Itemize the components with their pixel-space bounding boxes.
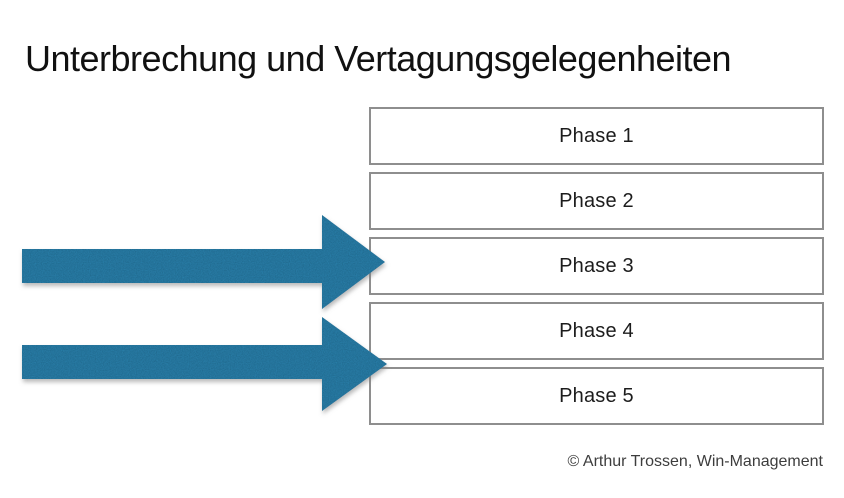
phase-box-2: Phase 2 — [369, 172, 824, 230]
phase-label-4: Phase 4 — [559, 319, 634, 342]
phase-box-4: Phase 4 — [369, 302, 824, 360]
phase-box-5: Phase 5 — [369, 367, 824, 425]
upper-right-arrow-icon — [22, 215, 385, 309]
phase-box-3: Phase 3 — [369, 237, 824, 295]
copyright-footer: © Arthur Trossen, Win-Management — [567, 453, 823, 470]
phase-box-1: Phase 1 — [369, 107, 824, 165]
phase-label-2: Phase 2 — [559, 189, 634, 212]
phase-label-3: Phase 3 — [559, 254, 634, 277]
phase-label-1: Phase 1 — [559, 124, 634, 147]
phase-stack: Phase 1 Phase 2 Phase 3 Phase 4 Phase 5 — [369, 107, 824, 432]
slide-title: Unterbrechung und Vertagungsgelegenheite… — [25, 38, 732, 80]
phase-label-5: Phase 5 — [559, 384, 634, 407]
lower-right-arrow-icon — [22, 317, 387, 411]
